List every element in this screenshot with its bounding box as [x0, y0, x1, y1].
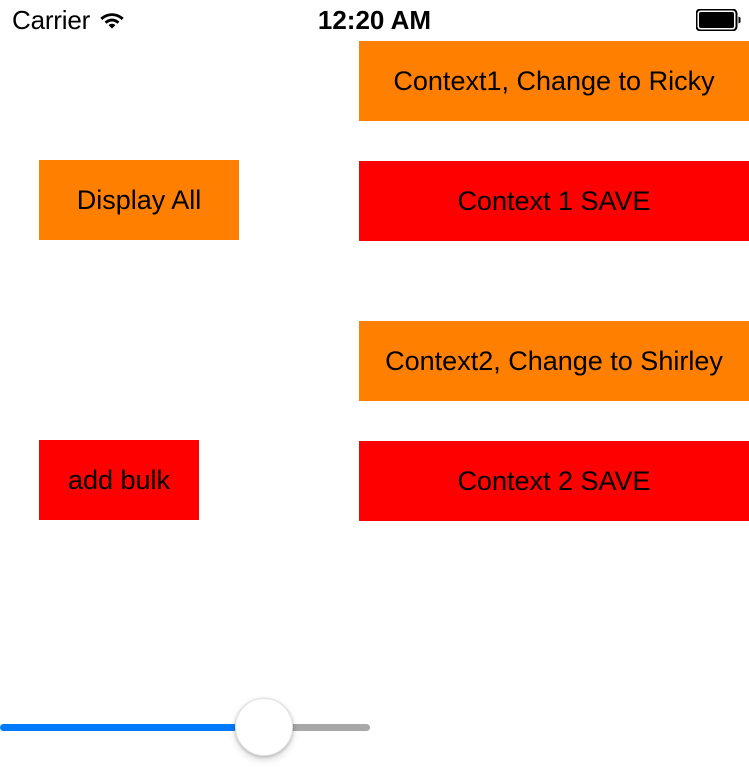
slider-maximum-track — [237, 724, 370, 731]
status-bar-right — [695, 0, 741, 40]
status-bar: Carrier 12:20 AM — [0, 0, 749, 40]
context1-save-button[interactable]: Context 1 SAVE — [359, 161, 749, 241]
slider-thumb[interactable] — [235, 698, 293, 756]
slider-minimum-track — [0, 724, 237, 731]
add-bulk-button[interactable]: add bulk — [39, 440, 199, 520]
battery-full-icon — [695, 8, 741, 32]
clock-label: 12:20 AM — [317, 5, 432, 35]
context2-save-button[interactable]: Context 2 SAVE — [359, 441, 749, 521]
status-bar-center: 12:20 AM — [0, 0, 749, 40]
context1-change-to-ricky-button[interactable]: Context1, Change to Ricky — [359, 41, 749, 121]
context2-change-to-shirley-button[interactable]: Context2, Change to Shirley — [359, 321, 749, 401]
wifi-icon — [99, 10, 125, 30]
carrier-label: Carrier — [12, 5, 91, 35]
display-all-button[interactable]: Display All — [39, 160, 239, 240]
value-slider[interactable] — [0, 698, 380, 758]
status-bar-left: Carrier — [12, 0, 125, 40]
